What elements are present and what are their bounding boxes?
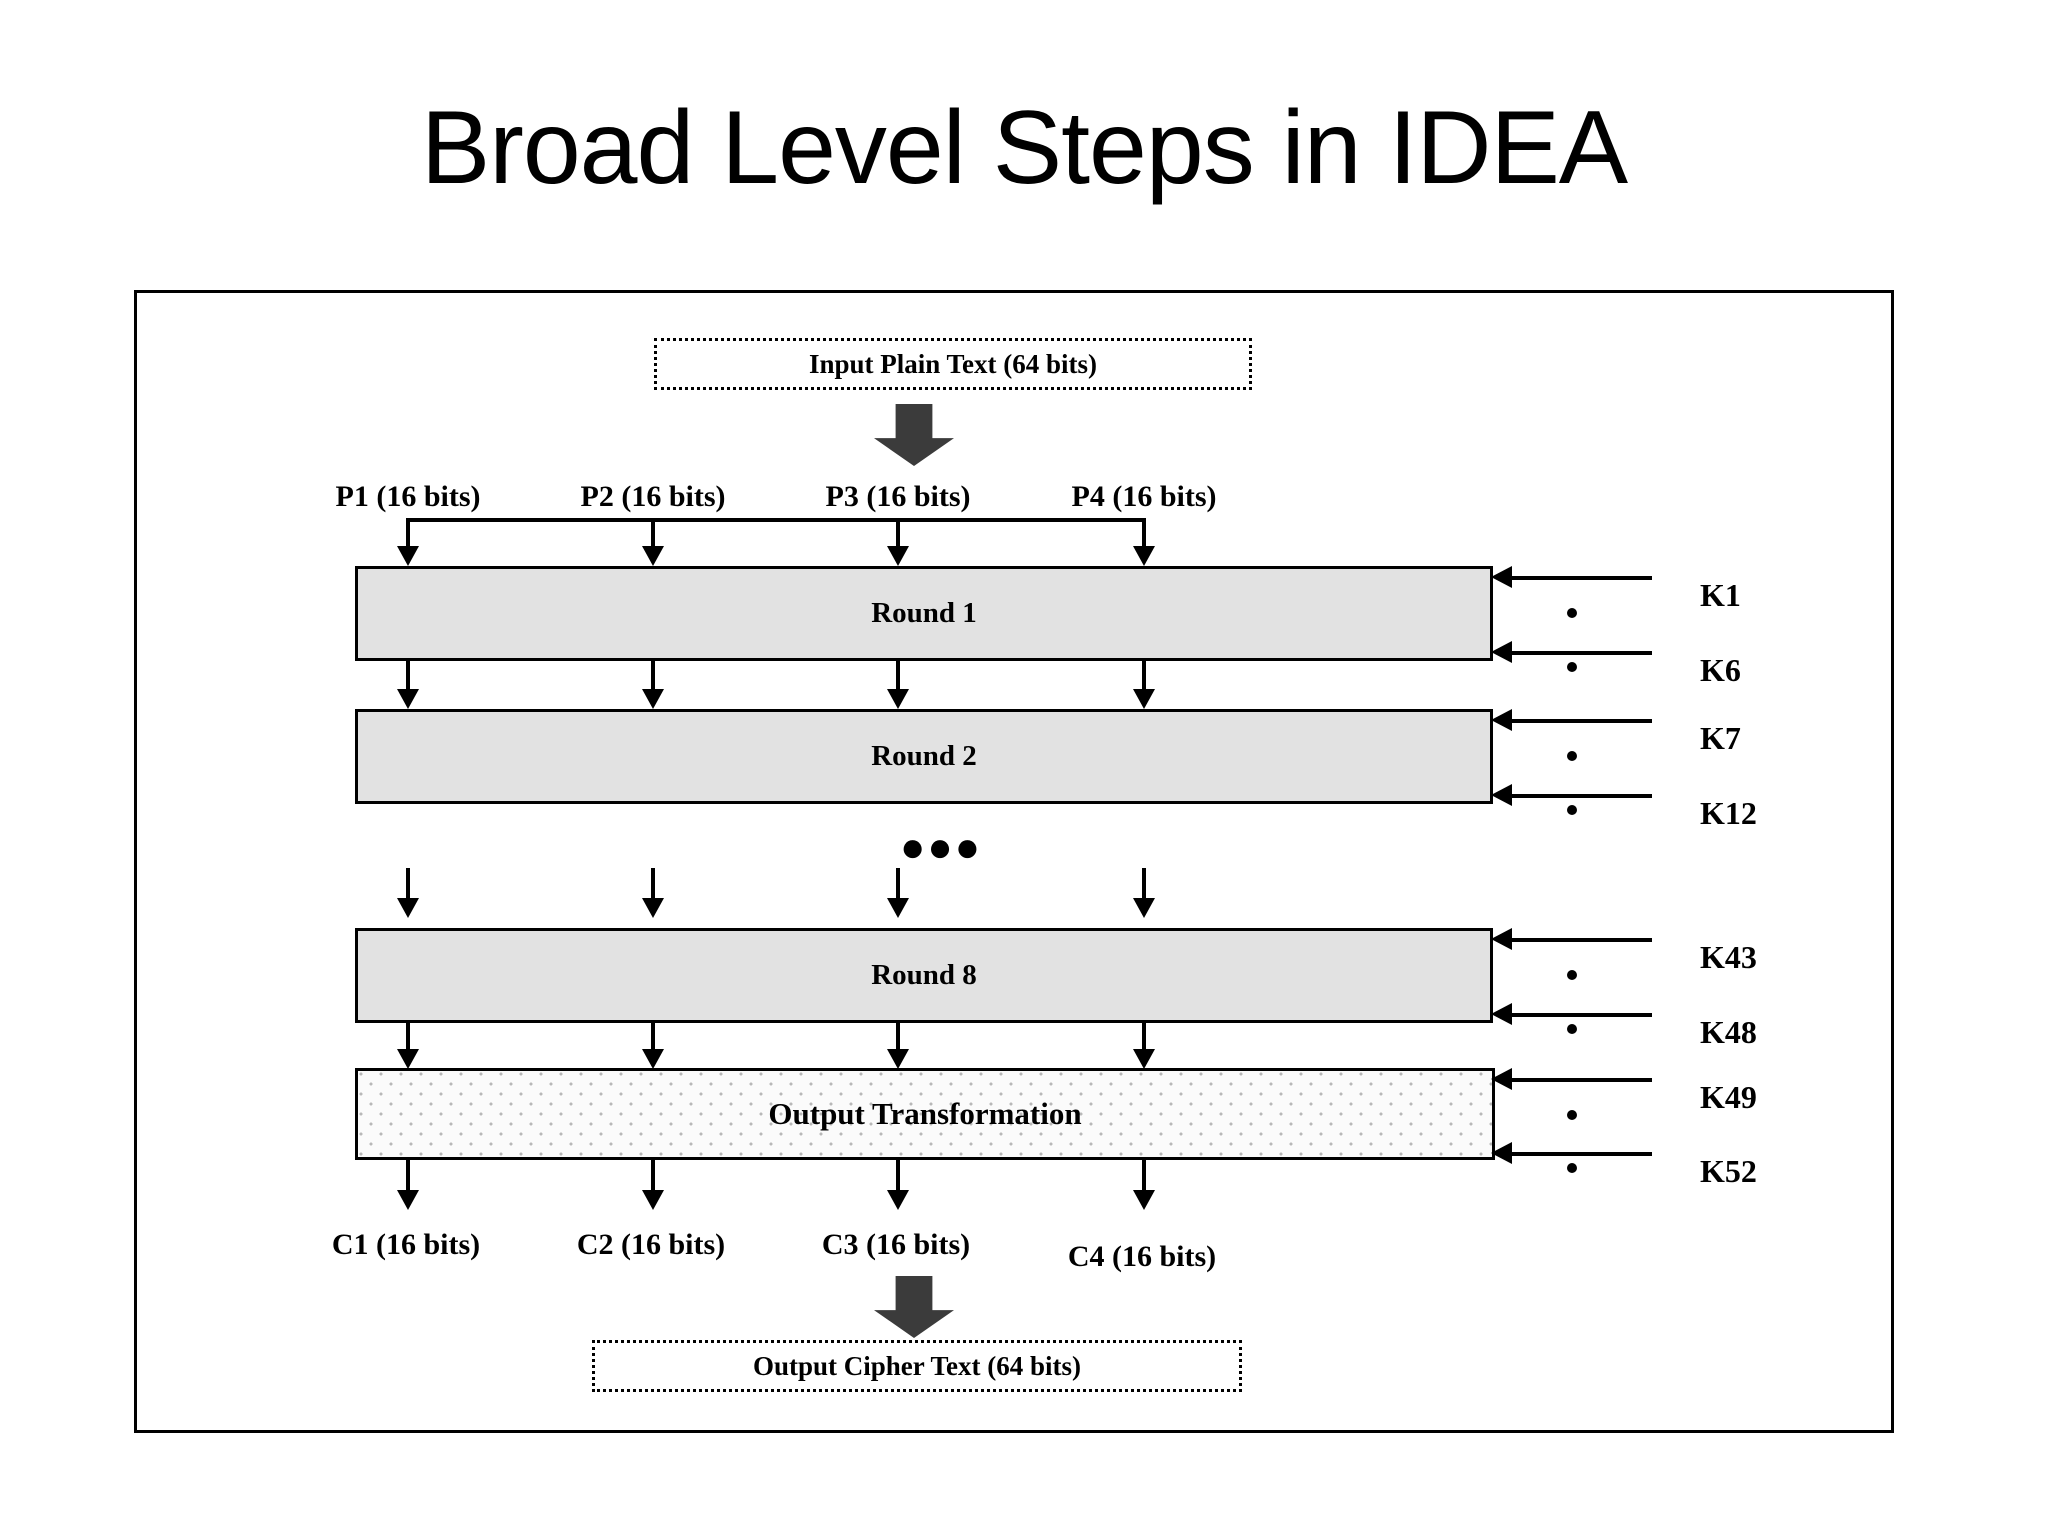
- r1-r2-leg-4: [1142, 661, 1146, 691]
- r8-ot-arrowhead-1: [397, 1049, 419, 1069]
- round-8-box: Round 8: [355, 928, 1493, 1023]
- ot-c1-arrowhead: [397, 1190, 419, 1210]
- input-plaintext-box: Input Plain Text (64 bits): [654, 338, 1252, 390]
- r2-r8-leg-2: [651, 868, 655, 900]
- r2-r8-arrowhead-4: [1133, 898, 1155, 918]
- key-arrowhead-k43: [1491, 928, 1512, 950]
- r2-r8-leg-1: [406, 868, 410, 900]
- ot-c3-leg: [896, 1160, 900, 1192]
- key-dots-round-8-upper: [1567, 970, 1577, 980]
- ot-c4-leg: [1142, 1160, 1146, 1192]
- r8-ot-leg-2: [651, 1023, 655, 1051]
- page-title: Broad Level Steps in IDEA: [420, 90, 1628, 206]
- bus-leg-p1: [406, 518, 410, 548]
- ciphertext-word-label-c3: C3 (16 bits): [821, 1228, 971, 1261]
- key-label-k7: K7: [1700, 720, 1741, 756]
- key-dots-round-1-lower: [1567, 662, 1577, 672]
- key-line-k6: [1512, 651, 1652, 655]
- r1-r2-arrowhead-4: [1133, 689, 1155, 709]
- key-dots-round-2-lower: [1567, 805, 1577, 815]
- key-dots-round-8-lower: [1567, 1024, 1577, 1034]
- round-2-box: Round 2: [355, 709, 1493, 804]
- r8-ot-leg-1: [406, 1023, 410, 1051]
- key-label-k48: K48: [1700, 1014, 1757, 1050]
- plaintext-word-label-p1: P1 (16 bits): [335, 480, 481, 513]
- r1-r2-leg-3: [896, 661, 900, 691]
- key-line-k52: [1512, 1152, 1652, 1156]
- r1-r2-arrowhead-3: [887, 689, 909, 709]
- key-arrowhead-k49: [1491, 1068, 1512, 1090]
- key-line-k49: [1512, 1078, 1652, 1082]
- key-arrowhead-k12: [1491, 784, 1512, 806]
- key-arrowhead-k1: [1491, 566, 1512, 588]
- key-line-k7: [1512, 719, 1652, 723]
- plaintext-word-label-p3: P3 (16 bits): [825, 480, 971, 513]
- round-1-box: Round 1: [355, 566, 1493, 661]
- bus-leg-p4: [1142, 518, 1146, 548]
- key-arrowhead-k52: [1491, 1142, 1512, 1164]
- key-line-k48: [1512, 1013, 1652, 1017]
- key-dots-round-2-upper: [1567, 751, 1577, 761]
- r2-r8-arrowhead-3: [887, 898, 909, 918]
- r2-r8-leg-3: [896, 868, 900, 900]
- r1-r2-arrowhead-1: [397, 689, 419, 709]
- r8-ot-arrowhead-2: [642, 1049, 664, 1069]
- plaintext-word-label-p2: P2 (16 bits): [580, 480, 726, 513]
- plaintext-split-bus: [406, 518, 1146, 522]
- r1-r2-leg-1: [406, 661, 410, 691]
- bus-arrowhead-p1: [397, 546, 419, 566]
- output-ciphertext-box: Output Cipher Text (64 bits): [592, 1340, 1242, 1392]
- key-label-k52: K52: [1700, 1153, 1757, 1189]
- key-dots-output-transformation-upper: [1567, 1110, 1577, 1120]
- bus-arrowhead-p2: [642, 546, 664, 566]
- ciphertext-word-label-c4: C4 (16 bits): [1067, 1240, 1217, 1273]
- key-dots-round-1-upper: [1567, 608, 1577, 618]
- key-label-k6: K6: [1700, 652, 1741, 688]
- r8-ot-arrowhead-4: [1133, 1049, 1155, 1069]
- key-arrowhead-k48: [1491, 1003, 1512, 1025]
- ciphertext-word-label-c1: C1 (16 bits): [331, 1228, 481, 1261]
- r2-r8-leg-4: [1142, 868, 1146, 900]
- ot-c2-arrowhead: [642, 1190, 664, 1210]
- r2-r8-arrowhead-2: [642, 898, 664, 918]
- key-label-k43: K43: [1700, 939, 1757, 975]
- r8-ot-arrowhead-3: [887, 1049, 909, 1069]
- r1-r2-arrowhead-2: [642, 689, 664, 709]
- key-arrowhead-k7: [1491, 709, 1512, 731]
- ot-c1-leg: [406, 1160, 410, 1192]
- bus-arrowhead-p3: [887, 546, 909, 566]
- r1-r2-leg-2: [651, 661, 655, 691]
- key-line-k12: [1512, 794, 1652, 798]
- key-dots-output-transformation-lower: [1567, 1163, 1577, 1173]
- output-transformation-box: Output Transformation: [355, 1068, 1495, 1160]
- bus-leg-p3: [896, 518, 900, 548]
- key-line-k1: [1512, 576, 1652, 580]
- ot-c4-arrowhead: [1133, 1190, 1155, 1210]
- diagram-frame: [134, 290, 1894, 1433]
- bus-arrowhead-p4: [1133, 546, 1155, 566]
- key-label-k49: K49: [1700, 1079, 1757, 1115]
- ot-c2-leg: [651, 1160, 655, 1192]
- plaintext-word-label-p4: P4 (16 bits): [1071, 480, 1217, 513]
- rounds-ellipsis: ●●●: [900, 825, 983, 871]
- r8-ot-leg-4: [1142, 1023, 1146, 1051]
- bus-leg-p2: [651, 518, 655, 548]
- r2-r8-arrowhead-1: [397, 898, 419, 918]
- key-label-k1: K1: [1700, 577, 1741, 613]
- ot-c3-arrowhead: [887, 1190, 909, 1210]
- ciphertext-word-label-c2: C2 (16 bits): [576, 1228, 726, 1261]
- key-line-k43: [1512, 938, 1652, 942]
- key-arrowhead-k6: [1491, 641, 1512, 663]
- r8-ot-leg-3: [896, 1023, 900, 1051]
- key-label-k12: K12: [1700, 795, 1757, 831]
